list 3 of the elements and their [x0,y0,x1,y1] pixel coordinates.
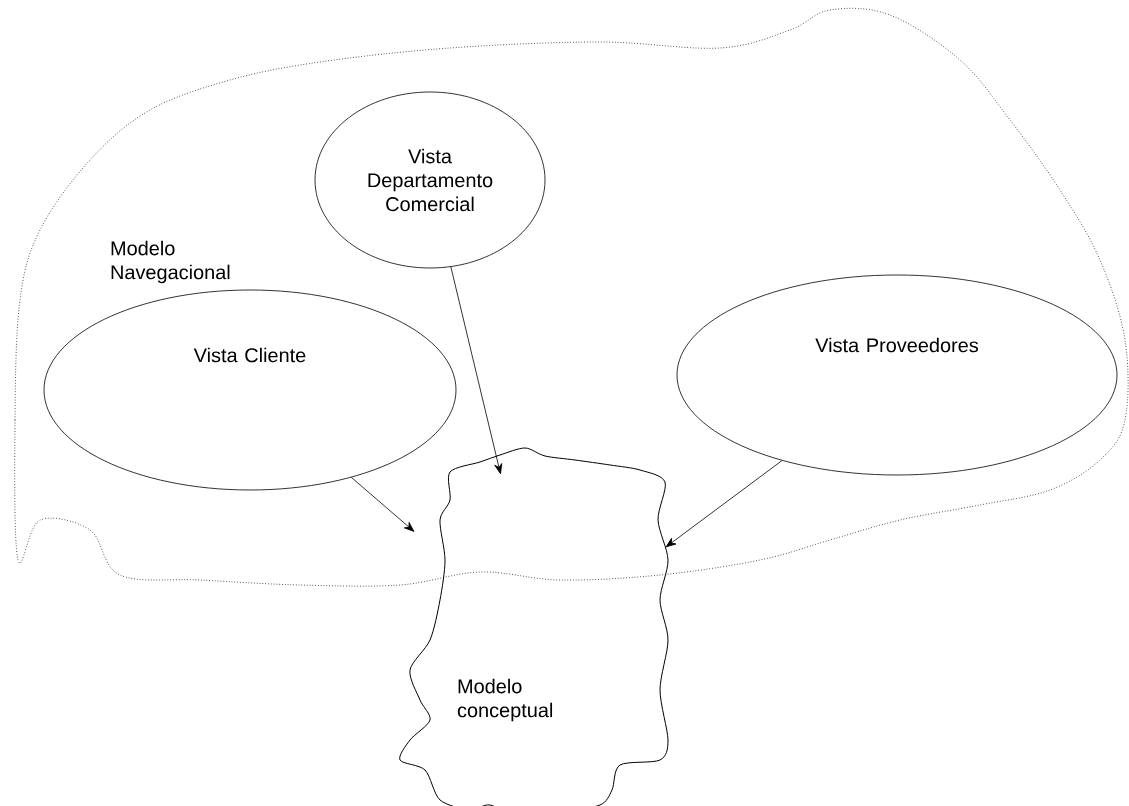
arrow [450,266,503,475]
arrow [351,477,415,532]
arrow [665,460,783,548]
